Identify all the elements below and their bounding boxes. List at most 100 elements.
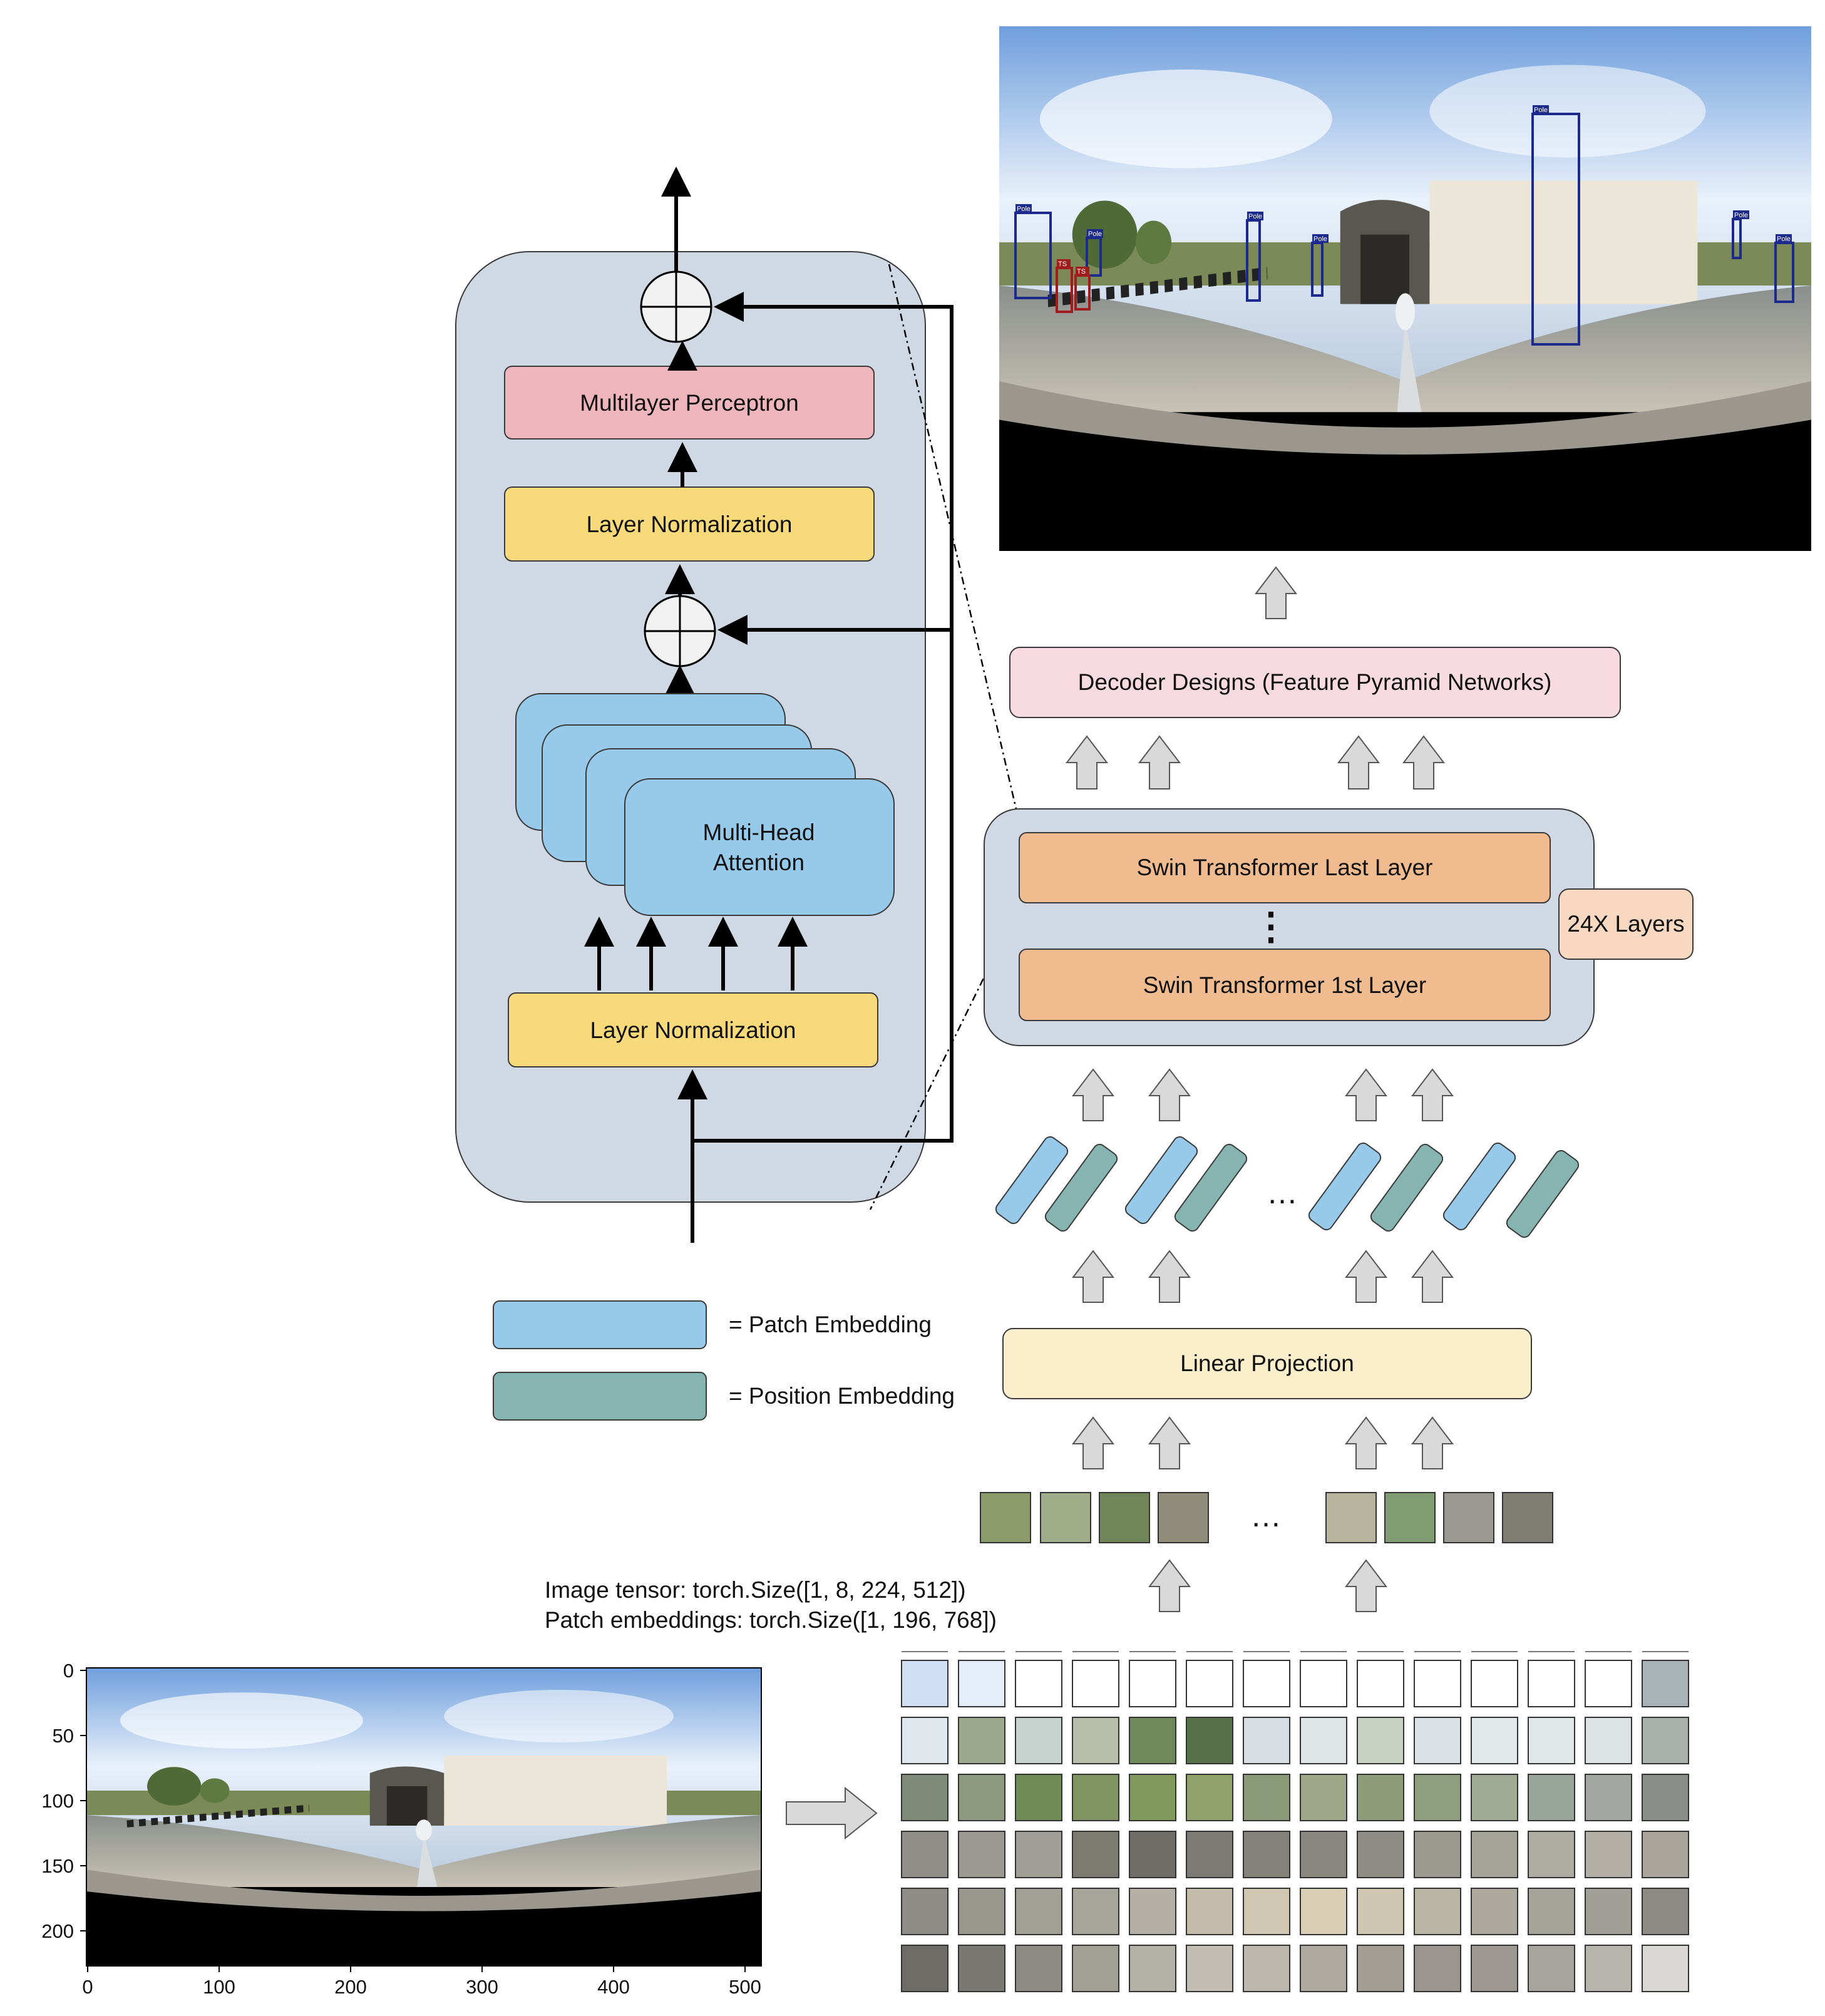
residual-add-icon-top <box>640 270 712 343</box>
grid-patch <box>1015 1717 1062 1764</box>
grid-patch <box>1528 1945 1575 1992</box>
grid-patch <box>1186 1774 1233 1821</box>
mlp-label: Multilayer Perceptron <box>580 390 799 416</box>
position-embedding-token <box>1044 1143 1118 1232</box>
swin-dots: ⋮ <box>1252 905 1290 947</box>
selected-patches <box>980 1492 1553 1543</box>
x-tick-label: 200 <box>334 1976 367 1998</box>
x-tick-label: 500 <box>729 1976 761 1998</box>
patch-thumbnail <box>1443 1492 1494 1543</box>
grid-patch <box>1129 1774 1176 1821</box>
grid-patch <box>901 1945 948 1992</box>
grid-patch <box>1471 1831 1518 1878</box>
y-axis-ticks <box>80 1670 86 1931</box>
grid-patch <box>1186 1945 1233 1992</box>
grid-patch <box>1129 1945 1176 1992</box>
grid-patch <box>1528 1660 1575 1707</box>
grid-patch <box>1414 1660 1461 1707</box>
grid-patch <box>1186 1831 1233 1878</box>
grid-patch <box>1300 1831 1347 1878</box>
grid-patch <box>1414 1831 1461 1878</box>
gray-arrows-embeddings-to-swin <box>1071 1068 1454 1121</box>
patch-embedding-token <box>1308 1142 1382 1231</box>
detection-labels: Pole Pole Pole Pole Pole Pole Pole TS TS <box>1015 105 1792 275</box>
patch-thumbnail <box>980 1492 1031 1543</box>
y-tick-label: 0 <box>63 1660 74 1682</box>
gray-arrow-right <box>786 1786 878 1840</box>
legend-patch-swatch <box>493 1300 707 1349</box>
grid-patch <box>1072 1774 1119 1821</box>
patch-thumbnail <box>1502 1492 1553 1543</box>
grid-patch <box>1642 1888 1689 1935</box>
position-embedding-token <box>1174 1143 1248 1232</box>
grid-patch <box>1642 1717 1689 1764</box>
grid-patch <box>1243 1945 1290 1992</box>
grid-patch <box>1072 1660 1119 1707</box>
pipeline: Decoder Designs (Feature Pyramid Network… <box>980 566 1694 1612</box>
grid-patch <box>1585 1831 1632 1878</box>
position-embedding-token <box>1370 1143 1444 1232</box>
grid-patch <box>1585 1717 1632 1764</box>
grid-patch <box>1642 1774 1689 1821</box>
tensor-info-line2: Patch embeddings: torch.Size([1, 196, 76… <box>545 1607 997 1633</box>
linear-projection-label: Linear Projection <box>1180 1350 1354 1376</box>
swin-last-layer-label: Swin Transformer Last Layer <box>1137 855 1433 880</box>
grid-patch <box>901 1888 948 1935</box>
grid-patch <box>1528 1717 1575 1764</box>
grid-patch <box>1357 1660 1404 1707</box>
grid-patch <box>1471 1717 1518 1764</box>
grid-patch <box>1300 1717 1347 1764</box>
detection-output-image: Pole Pole Pole Pole Pole Pole Pole TS TS <box>999 26 1811 551</box>
grid-patch <box>1414 1717 1461 1764</box>
zoom-line-top <box>888 264 1022 828</box>
detection-label-pole-5: Pole <box>1534 106 1548 114</box>
decoder-box <box>1009 647 1621 718</box>
grid-patch <box>1129 1717 1176 1764</box>
grid-patch <box>1357 1774 1404 1821</box>
grid-patch <box>1528 1888 1575 1935</box>
grid-patch <box>1414 1774 1461 1821</box>
grid-patch <box>1585 1660 1632 1707</box>
swin-last-layer-box <box>1019 832 1551 903</box>
layer-norm-bottom-box <box>508 992 878 1067</box>
tensor-info-line1: Image tensor: torch.Size([1, 8, 224, 512… <box>545 1577 966 1603</box>
swin-first-layer-label: Swin Transformer 1st Layer <box>1143 972 1426 998</box>
mha-label-line2: Attention <box>713 850 805 875</box>
layers-badge <box>1558 888 1694 960</box>
patch-thumbnail <box>1325 1492 1377 1543</box>
grid-patch <box>1186 1660 1233 1707</box>
grid-patch <box>901 1717 948 1764</box>
grid-patch <box>958 1888 1005 1935</box>
input-image-plot: 0 50 100 150 200 0 100 200 300 400 500 <box>41 1660 762 1998</box>
detection-boxes <box>1014 113 1794 346</box>
grid-patch <box>1129 1660 1176 1707</box>
detection-label-pole-7: Pole <box>1777 235 1791 243</box>
detection-box-pole-5 <box>1531 113 1580 346</box>
embedding-ellipsis: … <box>1267 1175 1298 1210</box>
gray-arrow-to-image <box>1254 566 1298 619</box>
grid-patch <box>958 1660 1005 1707</box>
patch-grid <box>901 1651 1689 1992</box>
grid-patch <box>1072 1945 1119 1992</box>
grid-patch <box>1015 1888 1062 1935</box>
grid-patch <box>1642 1831 1689 1878</box>
decoder-label: Decoder Designs (Feature Pyramid Network… <box>1078 669 1552 695</box>
x-tick-label: 100 <box>203 1976 235 1998</box>
grid-patch <box>958 1774 1005 1821</box>
linear-projection-box <box>1002 1328 1532 1399</box>
grid-patch <box>958 1831 1005 1878</box>
detection-label-pole-3: Pole <box>1248 213 1262 220</box>
grid-patch <box>1528 1774 1575 1821</box>
grid-patch <box>1129 1888 1176 1935</box>
grid-patch <box>1357 1717 1404 1764</box>
detection-box-pole-1 <box>1014 212 1052 299</box>
gray-arrows-swin-to-decoder <box>1065 735 1446 789</box>
layer-norm-bottom-label: Layer Normalization <box>590 1017 796 1043</box>
grid-patch <box>1015 1774 1062 1821</box>
grid-patch <box>1585 1945 1632 1992</box>
grid-patch <box>1357 1945 1404 1992</box>
patch-ellipsis: … <box>1250 1498 1282 1533</box>
residual-connection <box>692 292 954 1143</box>
grid-patch <box>1471 1774 1518 1821</box>
